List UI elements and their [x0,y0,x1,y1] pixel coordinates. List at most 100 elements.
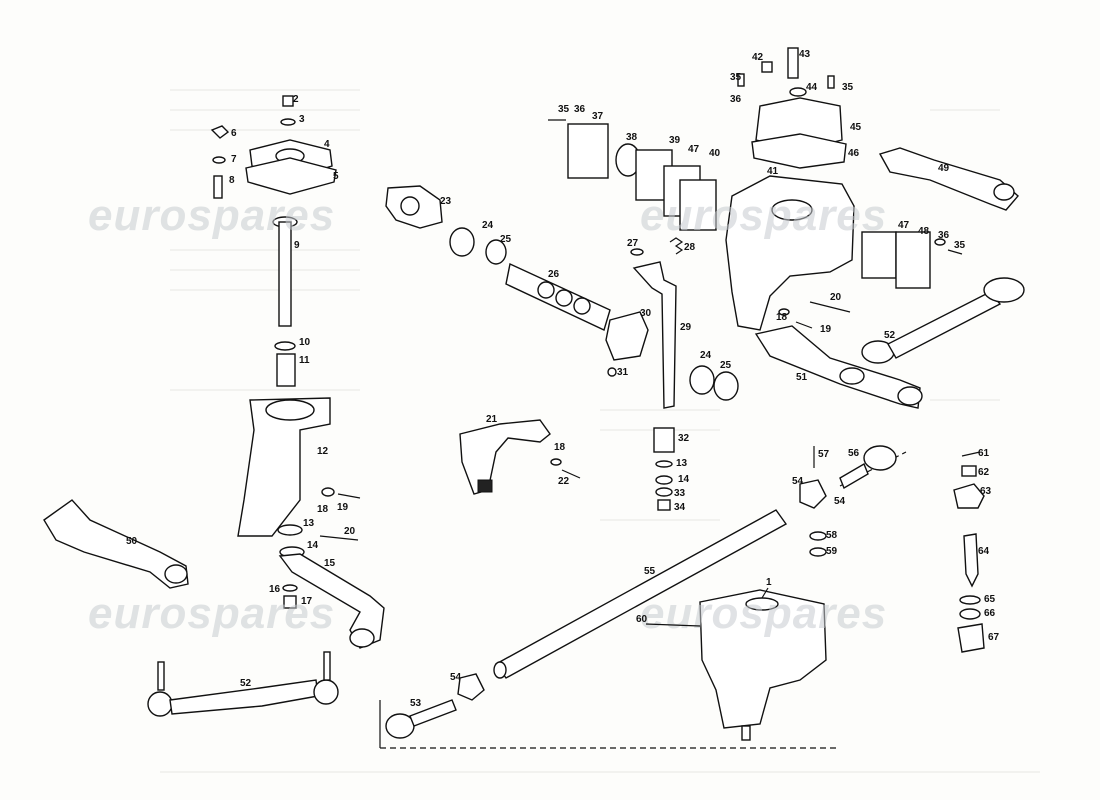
callout-18b: 18 [776,312,788,323]
part-plates-47-48 [861,231,963,289]
callout-8: 8 [229,175,235,186]
part-eye-bolt-53 [385,699,457,739]
callout-54: 54 [450,672,462,683]
callout-49: 49 [938,163,950,174]
watermark: eurospares [640,191,887,240]
callout-14: 14 [307,540,319,551]
part-tie-rod-52-lower [147,651,339,717]
background-text-ghost [160,89,1040,773]
callout-63: 63 [980,486,992,497]
callout-62: 62 [978,467,990,478]
part-cover-assembly [210,95,337,199]
part-pitman-arm-49 [878,147,1019,211]
callout-26: 26 [548,269,560,280]
part-top-cover-41-46 [737,47,847,169]
callout-42: 42 [752,52,764,63]
callout-13b: 13 [676,458,688,469]
callout-53: 53 [410,698,422,709]
part-sector-shaft-29 [632,261,677,409]
part-washer-10 [274,341,296,351]
callout-12: 12 [317,446,329,457]
callout-25: 25 [500,234,512,245]
part-cover-plates-35-40 [548,119,717,231]
part-bearing-24-25-lower [689,365,739,401]
part-clamp-54-lower [457,673,485,701]
callout-43: 43 [799,49,811,60]
callout-58: 58 [826,530,838,541]
callout-22: 22 [558,476,570,487]
part-spring-28 [669,237,684,255]
callout-57: 57 [818,449,830,460]
callout-52b: 52 [240,678,252,689]
callout-20b: 20 [830,292,842,303]
callout-3: 3 [299,114,305,125]
part-clamp-54-upper [799,479,827,509]
part-eye-bolt-56 [839,445,897,490]
callout-5: 5 [333,171,339,182]
callout-29: 29 [680,322,692,333]
part-ball-joint-stack-61-67 [953,451,985,653]
callout-36: 36 [574,104,586,115]
callout-31: 31 [617,367,629,378]
callout-16: 16 [269,584,281,595]
callout-47b: 47 [898,220,910,231]
callout-23: 23 [440,196,452,207]
part-roller-30-31 [605,311,649,377]
callout-35b: 35 [730,72,742,83]
callout-9: 9 [294,240,300,251]
part-washers-58-59 [809,531,827,557]
callout-38: 38 [626,132,638,143]
callout-35c: 35 [842,82,854,93]
callout-35d: 35 [954,240,966,251]
callout-34: 34 [674,502,686,513]
callout-17: 17 [301,596,313,607]
callout-65: 65 [984,594,996,605]
watermark: eurospares [88,589,335,638]
part-steering-box-1 [699,589,827,741]
part-washer-27 [630,248,644,256]
part-worm-shaft-26 [505,262,611,331]
callout-19: 19 [337,502,349,513]
callout-6: 6 [231,128,237,139]
callout-20: 20 [344,526,356,537]
callout-13: 13 [303,518,315,529]
callout-36c: 36 [938,230,950,241]
callout-40: 40 [709,148,721,159]
callout-18: 18 [317,504,329,515]
part-housing-12 [237,397,331,537]
callout-44: 44 [806,82,818,93]
callout-61: 61 [978,448,990,459]
part-steering-arm-15 [278,553,385,649]
callout-52: 52 [884,330,896,341]
callout-41: 41 [767,166,779,177]
callout-25b: 25 [720,360,732,371]
callout-50: 50 [126,536,138,547]
callout-51: 51 [796,372,808,383]
callout-15: 15 [324,558,336,569]
part-bearing-24-25-upper [449,227,507,265]
callout-35: 35 [558,104,570,115]
callout-21: 21 [486,414,498,425]
callout-56: 56 [848,448,860,459]
callout-46: 46 [848,148,860,159]
callout-2: 2 [293,94,299,105]
callout-33: 33 [674,488,686,499]
part-bush-11 [276,353,296,387]
callout-64: 64 [978,546,990,557]
callout-4: 4 [324,139,330,150]
callout-7: 7 [231,154,237,165]
callout-45: 45 [850,122,862,133]
callout-47: 47 [688,144,700,155]
callout-36b: 36 [730,94,742,105]
part-bolt-18-19-20-right [778,301,851,329]
callout-10: 10 [299,337,311,348]
callout-37: 37 [592,111,604,122]
part-nut-16-17 [282,584,298,609]
part-bracket-21 [459,419,551,495]
callout-19b: 19 [820,324,832,335]
part-idler-arm-50 [43,499,189,589]
watermark: eurospares [88,191,335,240]
callout-11: 11 [299,355,310,366]
callout-24b: 24 [700,350,712,361]
callout-24: 24 [482,220,494,231]
